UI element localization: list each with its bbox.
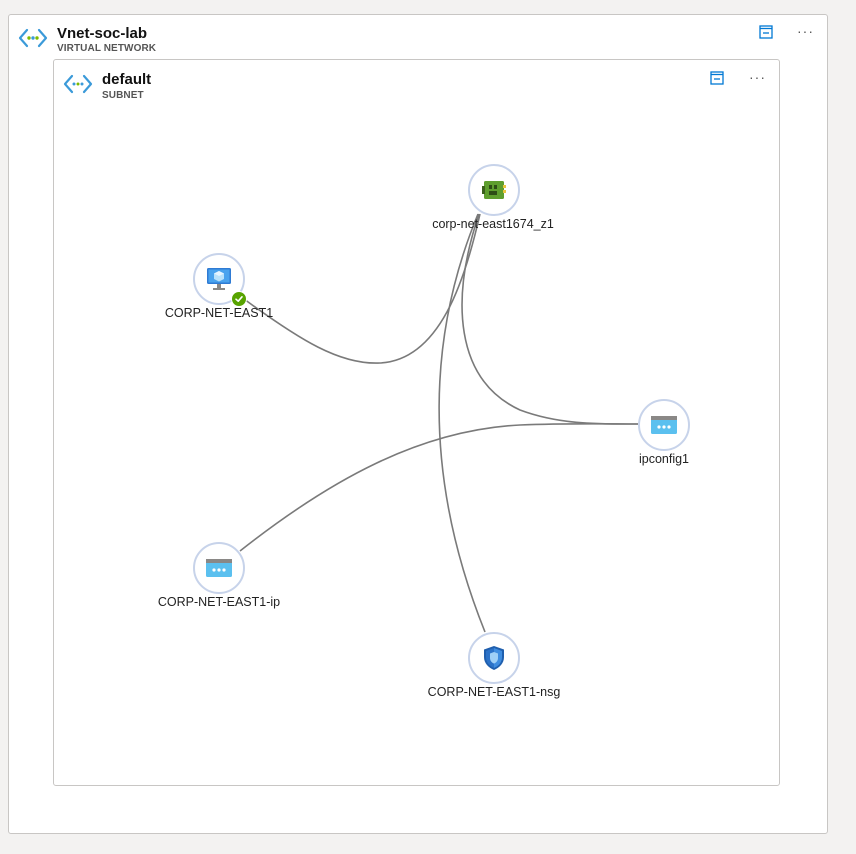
subnet-type: SUBNET — [102, 90, 144, 101]
status-ok-icon — [231, 291, 247, 307]
link-pip-ipconfig — [239, 422, 639, 552]
node-network-interface[interactable] — [468, 164, 520, 216]
link-nic-ipconfig — [461, 213, 639, 425]
node-network-security-group[interactable] — [468, 632, 520, 684]
vnet-more-button[interactable]: ··· — [797, 23, 814, 39]
subnet-more-button[interactable]: ··· — [749, 69, 766, 85]
node-public-ip[interactable] — [193, 542, 245, 594]
subnet-icon — [63, 74, 93, 94]
collapse-icon — [710, 71, 724, 85]
node-ip-configuration[interactable] — [638, 399, 690, 451]
link-vm-nic — [243, 213, 481, 364]
node-label-public-ip: CORP-NET-EAST1-ip — [157, 595, 281, 609]
virtual-machine-icon — [207, 268, 231, 290]
node-label-ip-configuration: ipconfig1 — [638, 452, 690, 466]
node-label-virtual-machine: CORP-NET-EAST1 — [164, 306, 274, 320]
ip-configuration-icon — [651, 416, 677, 434]
virtual-network-icon — [18, 28, 48, 48]
public-ip-icon — [206, 559, 232, 577]
vnet-title: Vnet-soc-lab — [57, 25, 148, 42]
node-label-network-security-group: CORP-NET-EAST1-nsg — [427, 685, 561, 699]
vnet-collapse-button[interactable] — [756, 22, 776, 42]
node-label-network-interface: corp-net-east1674_z1 — [432, 217, 554, 231]
link-nic-nsg — [438, 213, 486, 633]
subnet-title: default — [102, 71, 152, 88]
network-security-group-icon — [484, 646, 504, 670]
vnet-type: VIRTUAL NETWORK — [57, 43, 157, 54]
subnet-collapse-button[interactable] — [707, 68, 727, 88]
network-interface-icon — [482, 181, 506, 199]
collapse-icon — [759, 25, 773, 39]
node-virtual-machine[interactable] — [193, 253, 245, 305]
